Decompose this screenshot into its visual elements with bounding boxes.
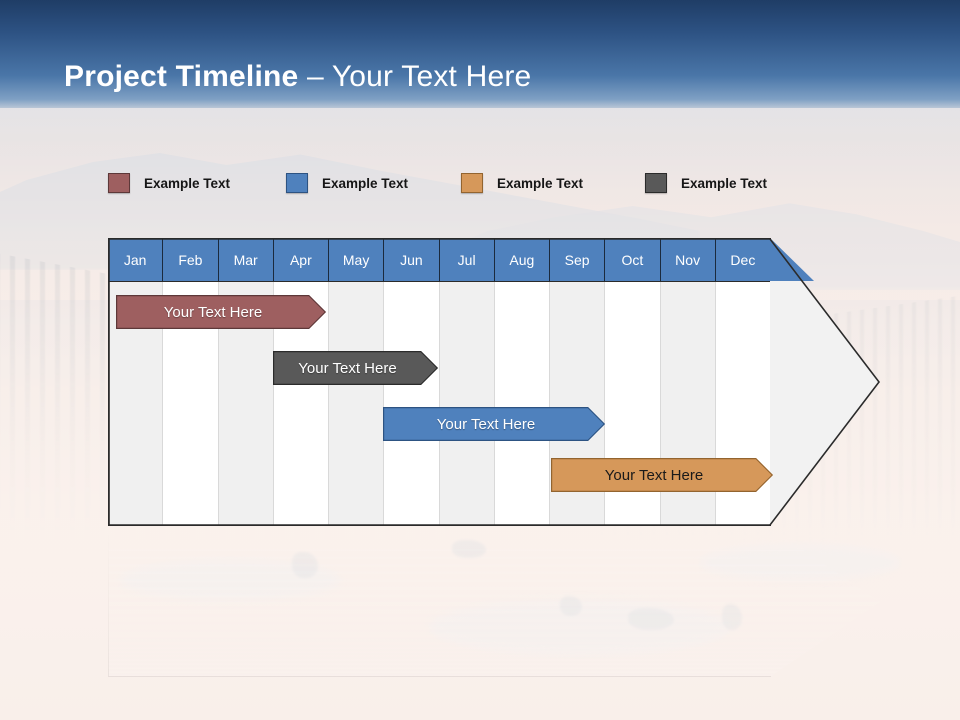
legend: Example Text Example Text Example Text E… — [108, 170, 828, 196]
page-title-strong: Project Timeline — [64, 60, 299, 93]
timeline-chart: Jan Feb Mar Apr May Jun Jul Aug Sep Oct … — [108, 238, 880, 526]
month-cell-dec[interactable]: Dec — [715, 238, 770, 281]
task-bar-border — [273, 351, 438, 385]
grid-column-aug — [494, 281, 550, 526]
month-label: Apr — [289, 251, 312, 268]
grid-column-jul — [439, 281, 495, 526]
month-cell-nov[interactable]: Nov — [660, 238, 716, 281]
task-bar-shape — [116, 295, 326, 329]
chart-frame-top — [108, 238, 771, 239]
month-cell-jul[interactable]: Jul — [439, 238, 495, 281]
month-cell-jun[interactable]: Jun — [384, 238, 440, 281]
month-cell-sep[interactable]: Sep — [550, 238, 606, 281]
month-cell-oct[interactable]: Oct — [605, 238, 661, 281]
legend-swatch-icon — [286, 173, 308, 193]
task-bar-label: Your Text Here — [436, 415, 536, 433]
grid-column-may — [329, 281, 385, 526]
month-label: Aug — [509, 251, 535, 268]
task-bar-1[interactable]: Your Text Here — [116, 295, 326, 329]
legend-swatch-icon — [645, 173, 667, 193]
month-cell-may[interactable]: May — [329, 238, 385, 281]
task-bar-border — [551, 458, 773, 492]
legend-label: Example Text — [144, 175, 231, 191]
legend-item-4[interactable]: Example Text — [645, 170, 767, 196]
grid-column-jun — [384, 281, 440, 526]
task-bar-3[interactable]: Your Text Here — [383, 407, 605, 441]
page-title-light: – Your Text Here — [306, 60, 532, 93]
month-label: Nov — [675, 251, 701, 268]
task-bar-label: Your Text Here — [163, 303, 263, 321]
legend-swatch-icon — [461, 173, 483, 193]
legend-item-2[interactable]: Example Text — [286, 170, 408, 196]
task-bar-border — [116, 295, 326, 329]
header-separator — [108, 281, 770, 282]
task-bar-shape — [551, 458, 773, 492]
legend-label: Example Text — [497, 175, 584, 191]
task-bar-label: Your Text Here — [298, 359, 397, 377]
task-bar-4[interactable]: Your Text Here — [551, 458, 773, 492]
month-label: Jan — [123, 251, 147, 268]
month-label: Feb — [178, 251, 203, 268]
legend-swatch-icon — [108, 173, 130, 193]
task-bar-border — [383, 407, 605, 441]
month-label: Mar — [233, 251, 258, 268]
month-cell-aug[interactable]: Aug — [494, 238, 550, 281]
task-bar-shape — [383, 407, 605, 441]
month-header-row: Jan Feb Mar Apr May Jun Jul Aug Sep Oct … — [108, 238, 770, 281]
month-label: Jul — [457, 251, 476, 268]
task-bar-2[interactable]: Your Text Here — [273, 351, 438, 385]
legend-label: Example Text — [322, 175, 409, 191]
month-label: Oct — [621, 251, 644, 268]
month-cell-jan[interactable]: Jan — [108, 238, 164, 281]
month-label: Dec — [730, 251, 756, 268]
legend-item-1[interactable]: Example Text — [108, 170, 230, 196]
task-bar-label: Your Text Here — [604, 466, 704, 484]
legend-item-3[interactable]: Example Text — [461, 170, 583, 196]
month-label: Jun — [400, 251, 423, 268]
month-header-arrow-tip — [770, 238, 814, 281]
task-bar-shape — [273, 351, 438, 385]
chart-frame-bottom — [108, 525, 771, 526]
month-cell-apr[interactable]: Apr — [273, 238, 329, 281]
month-label: May — [342, 251, 370, 268]
month-cell-mar[interactable]: Mar — [218, 238, 274, 281]
page-title: Project Timeline – Your Text Here — [64, 60, 531, 94]
slide-header-banner: Project Timeline – Your Text Here — [0, 0, 960, 108]
month-cell-feb[interactable]: Feb — [163, 238, 219, 281]
legend-label: Example Text — [681, 175, 768, 191]
month-label: Sep — [564, 251, 590, 268]
